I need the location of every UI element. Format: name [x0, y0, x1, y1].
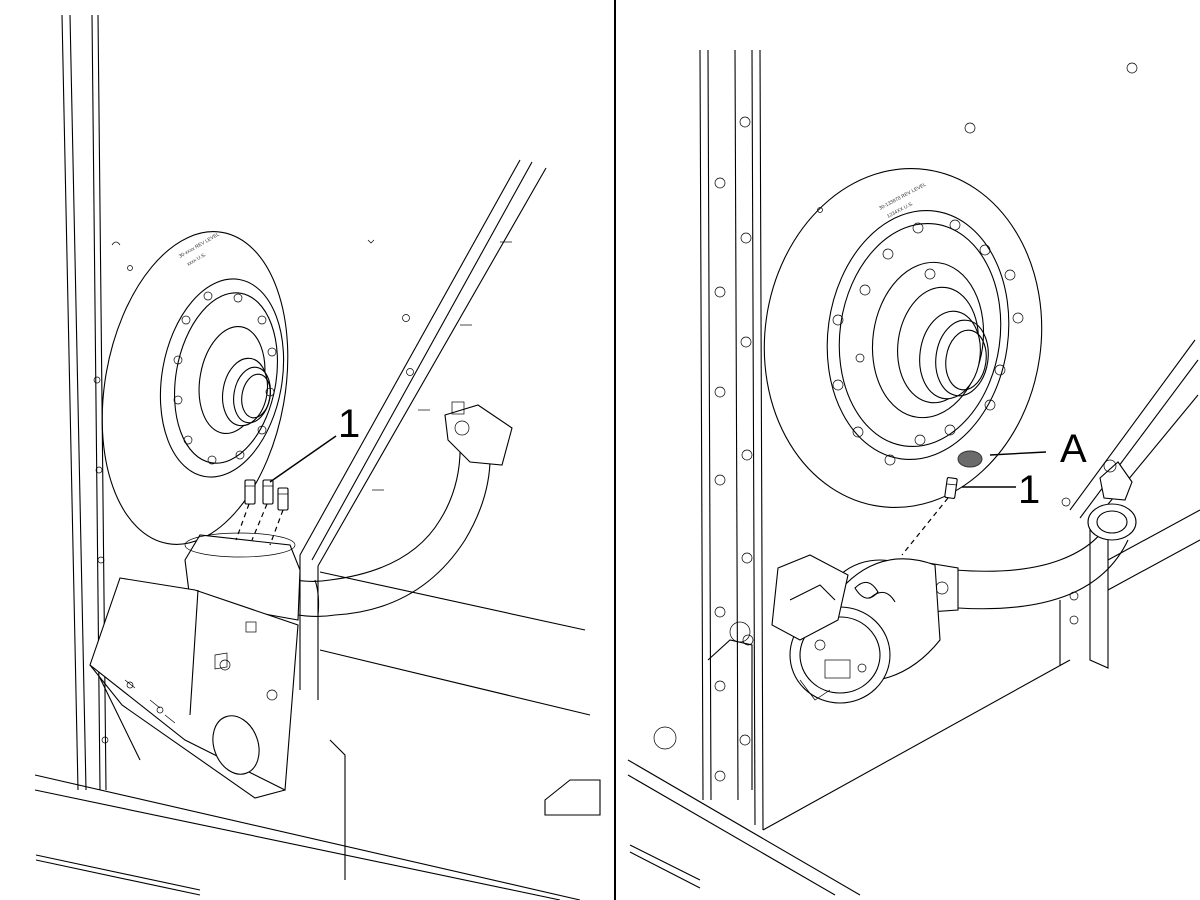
right-panel: 30-133878 REV LEVEL 1234XX U.S.	[627, 49, 1200, 896]
left-motor-housing	[89, 532, 301, 799]
right-base	[627, 600, 1071, 896]
right-frame-rail	[653, 49, 1138, 831]
right-callout-a: A	[1060, 427, 1087, 471]
right-callout-a-leader	[989, 451, 1047, 456]
seal-o-ring	[957, 450, 983, 468]
right-screw	[901, 477, 958, 556]
left-screws	[235, 479, 289, 546]
left-panel: 30-xxxx REV LEVEL xxxx U.S.	[34, 14, 601, 900]
left-base	[34, 571, 601, 900]
left-callout-1-leader	[269, 435, 337, 483]
right-callout-1: 1	[1018, 468, 1040, 512]
left-slide-rail	[299, 159, 547, 700]
left-spindle-flange: 30-xxxx REV LEVEL xxxx U.S.	[101, 231, 289, 545]
left-coolant-hose	[264, 401, 513, 617]
right-slide-rail	[1061, 339, 1200, 669]
right-motor-housing	[771, 554, 941, 704]
right-spindle-flange: 30-133878 REV LEVEL 1234XX U.S.	[763, 168, 1043, 508]
left-callout-1: 1	[338, 402, 360, 446]
